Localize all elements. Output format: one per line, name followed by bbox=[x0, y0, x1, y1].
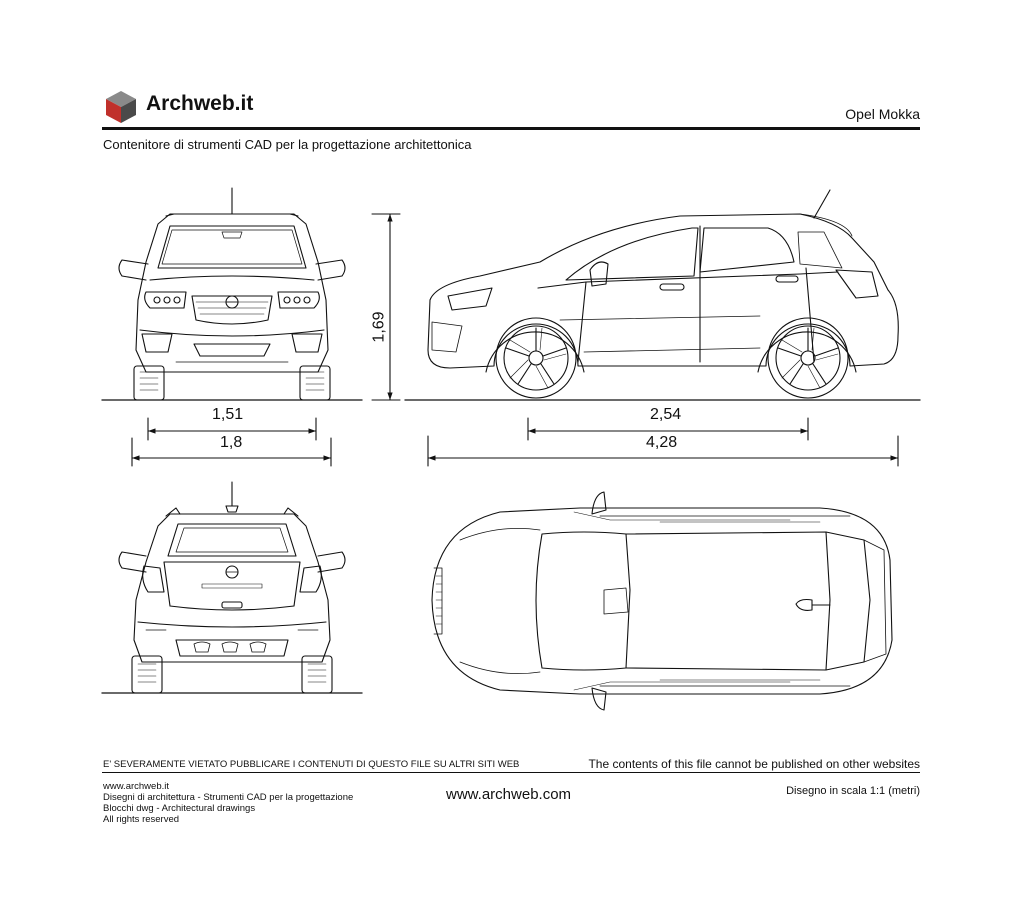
footer-info-line: Disegni di architettura - Strumenti CAD … bbox=[103, 792, 354, 803]
footer-info-line: Blocchi dwg - Architectural drawings bbox=[103, 803, 256, 814]
footer-center-url[interactable]: www.archweb.com bbox=[446, 786, 572, 803]
subtitle: Contenitore di strumenti CAD per la prog… bbox=[103, 137, 472, 152]
footer-info-line[interactable]: www.archweb.it bbox=[103, 781, 169, 792]
top-view bbox=[431, 491, 893, 711]
side-view bbox=[427, 189, 899, 399]
front-view bbox=[118, 187, 346, 401]
warning-italian: E' SEVERAMENTE VIETATO PUBBLICARE I CONT… bbox=[103, 759, 520, 770]
dimension-wheelbase: 2,54 bbox=[650, 406, 682, 423]
dimension-track-width: 1,51 bbox=[212, 406, 244, 423]
dimension-overall-width: 1,8 bbox=[220, 434, 243, 451]
footer-info-line: All rights reserved bbox=[103, 814, 180, 825]
drawing-title: Opel Mokka bbox=[845, 106, 920, 122]
rear-view bbox=[118, 481, 346, 694]
header-rule bbox=[102, 127, 920, 130]
footer-rule bbox=[102, 772, 920, 773]
dimension-overall-length: 4,28 bbox=[646, 434, 678, 451]
brand-name[interactable]: Archweb.it bbox=[146, 92, 254, 115]
dimension-height: 1,69 bbox=[370, 311, 388, 343]
warning-english: The contents of this file cannot be publ… bbox=[588, 757, 920, 771]
archweb-logo-icon bbox=[105, 90, 137, 124]
footer-info: www.archweb.it Disegni di architettura -… bbox=[103, 781, 353, 825]
footer-scale: Disegno in scala 1:1 (metri) bbox=[786, 785, 920, 797]
